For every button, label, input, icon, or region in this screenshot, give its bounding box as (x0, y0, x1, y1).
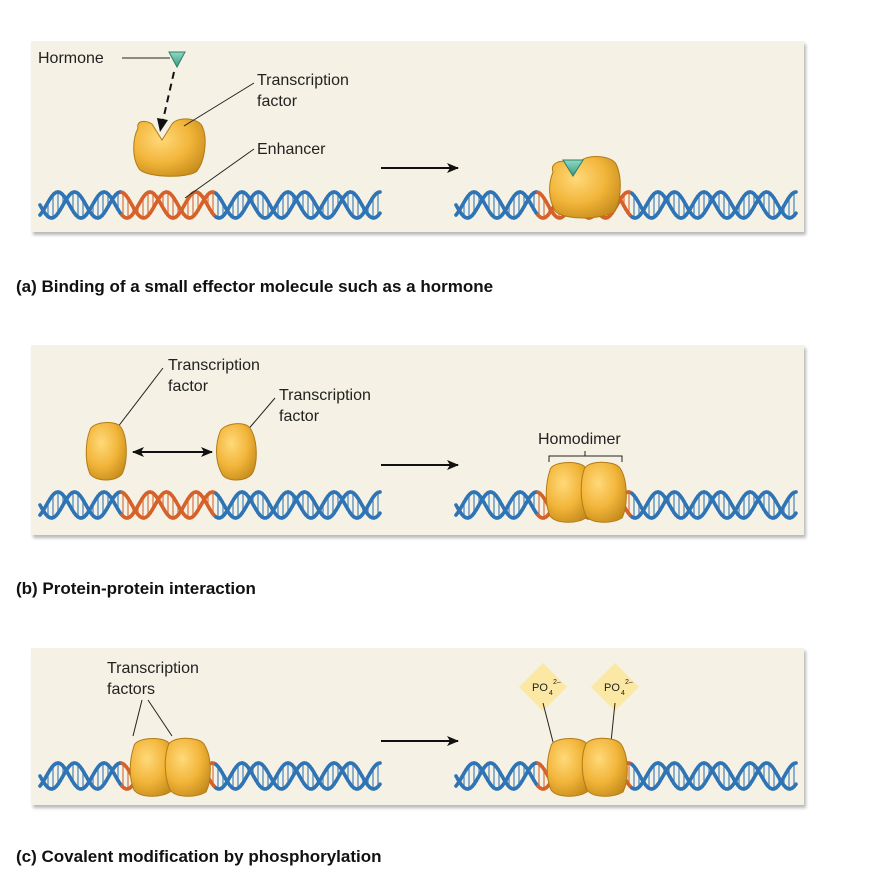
panel-b-drawing: Transcription factor Transcription facto… (85, 357, 627, 523)
tf2-label-line1: Transcription (279, 387, 371, 404)
hormone-binding-arrow (162, 71, 175, 121)
dna-backbone-strand-1 (376, 782, 382, 789)
phosphate-1-main: PO (532, 682, 548, 694)
phosphate-group-2: PO 4 2– (591, 663, 639, 743)
homodimer-bracket (548, 451, 623, 462)
hormone-binding-arrowhead (157, 118, 168, 132)
homodimer-label: Homodimer (538, 431, 621, 448)
tf-leader-line-a (183, 82, 255, 127)
bound-hormone-icon (562, 159, 584, 177)
tf1-label-line1: Transcription (168, 357, 260, 374)
transcription-factor-a (133, 118, 206, 177)
tf2-leader-line (245, 397, 276, 433)
panel-a-drawing: Hormone Transcription factor Enhancer (38, 50, 621, 219)
phospho-tf-subunit-2 (581, 737, 628, 797)
hormone-label: Hormone (38, 50, 104, 67)
dna-a-right (454, 190, 798, 220)
tf-label-a-line1: Transcription (257, 72, 349, 89)
phosphate-2-main: PO (604, 682, 620, 694)
tf1-leader-line (113, 367, 164, 433)
bound-transcription-factor-a (549, 156, 621, 219)
phospho-tf-subunit-1 (546, 738, 592, 797)
enhancer-leader-line (184, 148, 255, 199)
caption-b: (b) Protein-protein interaction (16, 579, 256, 598)
homodimer-subunit-left (545, 462, 591, 523)
phosphate-2-bond (610, 702, 616, 743)
phosphate-diamond-1 (519, 663, 567, 711)
dna-backbone-strand-1 (792, 211, 798, 218)
tf2-label-line2: factor (279, 408, 320, 425)
panel-c-drawing: Transcription factors PO 4 2– PO 4 2– (107, 660, 639, 797)
phosphate-group-1: PO 4 2– (519, 663, 567, 743)
transcription-factor-b1 (85, 422, 127, 481)
tf-pair-left-subunit-2 (164, 737, 211, 797)
tf1-label-line2: factor (168, 378, 209, 395)
caption-a: (a) Binding of a small effector molecule… (16, 277, 494, 296)
hormone-molecule-icon (168, 51, 186, 69)
dna-backbone-strand-1 (376, 511, 382, 518)
tfs-label-line1: Transcription (107, 660, 199, 677)
phosphate-2-sub: 4 (621, 690, 625, 697)
enhancer-label: Enhancer (257, 141, 326, 158)
dna-backbone-strand-1 (376, 211, 382, 218)
phosphate-diamond-2 (591, 663, 639, 711)
dna-a-left (38, 190, 382, 220)
dna-backbone-strand-1 (792, 511, 798, 518)
tfs-leader-lines (132, 699, 173, 737)
phosphate-1-sub: 4 (549, 690, 553, 697)
transcription-factor-b2 (216, 423, 257, 481)
phosphate-1-bond (542, 702, 554, 743)
dna-b-left (38, 490, 382, 520)
phosphate-2-sup: 2– (625, 679, 633, 686)
phosphate-1-sup: 2– (553, 679, 561, 686)
tfs-label-line2: factors (107, 681, 155, 698)
dna-backbone-strand-1 (792, 782, 798, 789)
tf-label-a-line2: factor (257, 93, 298, 110)
homodimer-subunit-right (580, 461, 627, 523)
caption-c: (c) Covalent modification by phosphoryla… (16, 847, 382, 866)
dna-layer (38, 190, 798, 791)
tf-pair-left-subunit-1 (129, 738, 175, 797)
